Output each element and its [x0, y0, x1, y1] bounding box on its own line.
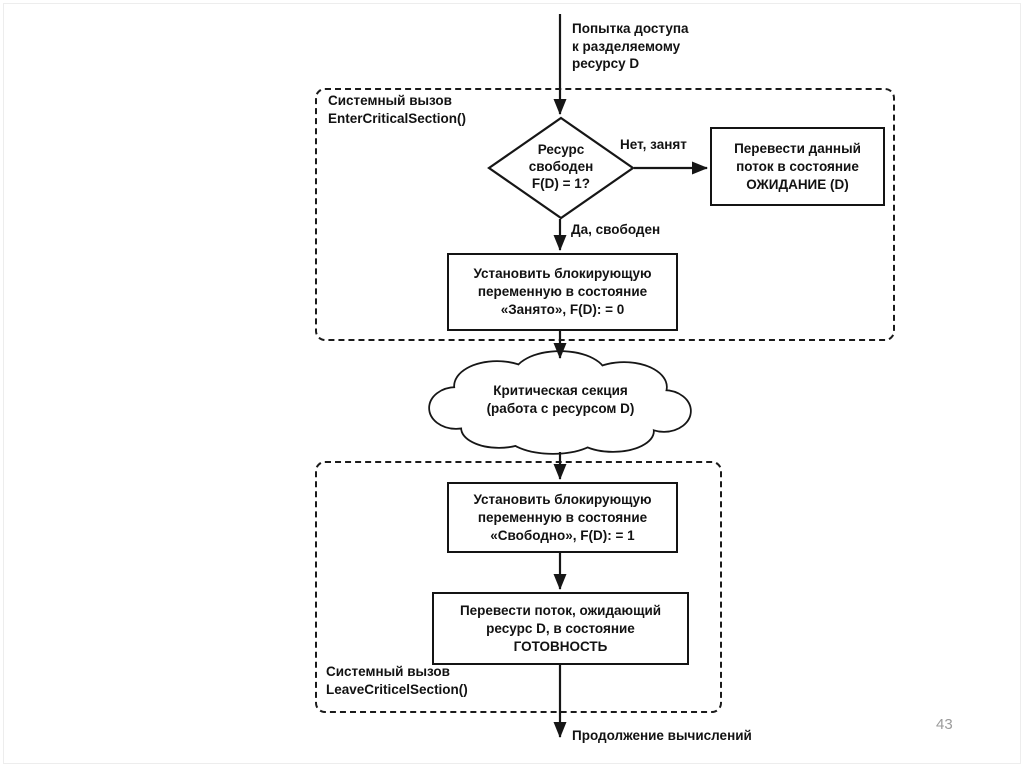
cloud-label: Критическая секция (работа с ресурсом D): [486, 383, 635, 416]
no-branch-label: Нет, занят: [620, 137, 687, 152]
entry-label: Попытка доступа к разделяемому ресурсу D: [572, 21, 689, 71]
enter-critical-section-region: [315, 88, 895, 341]
ready-state-box: Перевести поток, ожидающий ресурс D, в с…: [432, 592, 689, 665]
slide-frame: [3, 3, 1021, 764]
set-busy-box: Установить блокирующую переменную в сост…: [447, 253, 678, 331]
yes-branch-label: Да, свободен: [571, 222, 661, 237]
enter-call-label: Системный вызов EnterCriticalSection(): [328, 93, 467, 126]
set-free-box: Установить блокирующую переменную в сост…: [447, 482, 678, 553]
exit-label: Продолжение вычислений: [572, 728, 752, 743]
leave-critical-section-region: [315, 461, 722, 713]
wait-state-box: Перевести данный поток в состояние ОЖИДА…: [710, 127, 885, 206]
page-number: 43: [936, 716, 953, 733]
leave-call-label: Системный вызов LeaveCriticelSection(): [326, 664, 468, 697]
decision-label: Ресурс свободен F(D) = 1?: [528, 142, 594, 191]
